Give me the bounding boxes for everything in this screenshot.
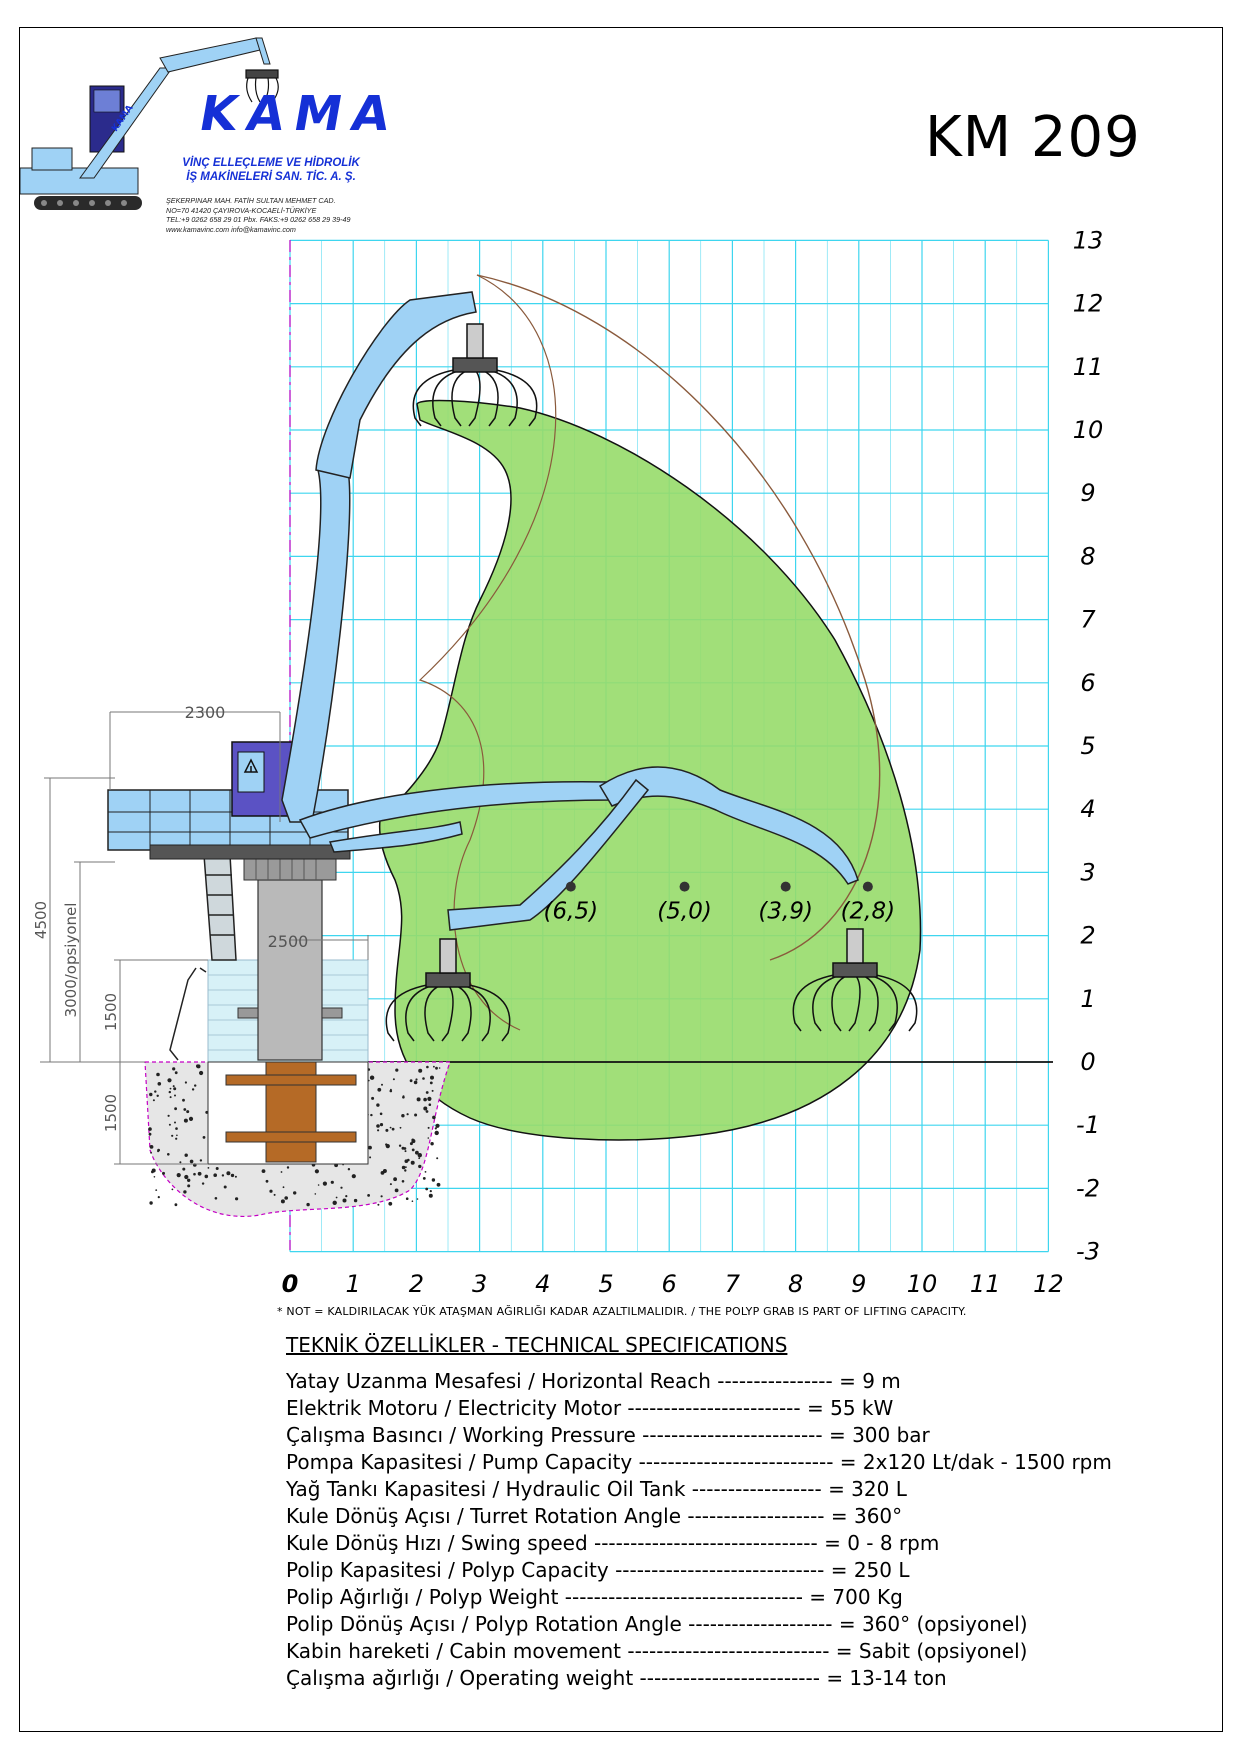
polyp-grab	[792, 928, 918, 1032]
y-tick-label: -3	[1076, 1238, 1100, 1266]
x-tick-label: 4	[535, 1270, 550, 1298]
x-tick-label: 7	[725, 1270, 741, 1298]
spec-row: Elektrik Motoru / Electricity Motor ----…	[286, 1396, 894, 1420]
capacity-label: (6,5)	[544, 899, 599, 925]
reach-arc-inner	[418, 274, 557, 1031]
x-tick-label: 11	[970, 1270, 1001, 1298]
dim-1500-upper: 1500	[102, 993, 120, 1031]
capacity-markers: (6,5) (5,0) (3,9) (2,8)	[544, 881, 896, 925]
spec-row: Polip Dönüş Açısı / Polyp Rotation Angle…	[286, 1612, 1028, 1636]
spec-row: Polip Ağırlığı / Polyp Weight ----------…	[286, 1585, 903, 1609]
spec-row: Kule Dönüş Açısı / Turret Rotation Angle…	[286, 1504, 903, 1528]
specs-title: TEKNİK ÖZELLİKLER - TECHNICAL SPECIFICAT…	[286, 1333, 788, 1357]
y-tick-label: 2	[1080, 922, 1095, 950]
y-tick-label: 10	[1073, 416, 1104, 444]
boom-raised	[281, 291, 477, 823]
x-tick-label: 3	[472, 1270, 487, 1298]
spec-row: Kabin hareketi / Cabin movement --------…	[286, 1639, 1028, 1663]
y-tick-label: 9	[1080, 479, 1095, 507]
polyp-grab	[412, 323, 538, 427]
spec-row: Yağ Tankı Kapasitesi / Hydraulic Oil Tan…	[286, 1477, 907, 1501]
y-tick-label: 12	[1073, 290, 1104, 318]
capacity-point	[565, 881, 576, 892]
dimension-lines	[40, 711, 369, 1165]
spec-row: Çalışma ağırlığı / Operating weight ----…	[286, 1666, 947, 1690]
y-tick-label: 8	[1080, 542, 1095, 570]
x-tick-label: 8	[788, 1270, 803, 1298]
capacity-label: (5,0)	[657, 899, 712, 925]
capacity-point	[679, 881, 690, 892]
capacity-label: (3,9)	[758, 899, 813, 925]
x-tick-label: 10	[907, 1270, 938, 1298]
y-tick-label: 13	[1073, 226, 1104, 254]
page-border	[19, 27, 1223, 1732]
capacity-label: (2,8)	[841, 899, 896, 925]
dim-1500-lower: 1500	[102, 1094, 120, 1132]
y-tick-label: 5	[1080, 732, 1095, 760]
dim-2500: 2500	[268, 932, 309, 951]
dim-3000-optional: 3000/opsiyonel	[62, 903, 80, 1018]
x-tick-label: 0	[282, 1270, 299, 1298]
company-logo: KAMA KAMA VİNÇ ELLEÇLEME VE HİDROLİK İŞ …	[19, 28, 404, 234]
company-address: ŞEKERPINAR MAH. FATİH SULTAN MEHMET CAD.…	[166, 196, 351, 234]
logo-machine-illustration: KAMA	[19, 37, 279, 210]
y-tick-label: 3	[1080, 858, 1095, 886]
x-tick-label: 5	[598, 1270, 613, 1298]
capacity-point	[780, 881, 791, 892]
y-tick-label: 11	[1073, 353, 1104, 381]
company-subtitle: VİNÇ ELLEÇLEME VE HİDROLİK İŞ MAKİNELERİ…	[182, 157, 360, 183]
y-tick-label: 1	[1080, 985, 1095, 1013]
x-tick-label: 1	[346, 1270, 361, 1298]
capacity-point	[862, 881, 873, 892]
spec-row: Yatay Uzanma Mesafesi / Horizontal Reach…	[286, 1369, 901, 1393]
y-tick-label: 4	[1080, 795, 1095, 823]
capacity-footnote: * NOT = KALDIRILACAK YÜK ATAŞMAN AĞIRLIĞ…	[277, 1305, 967, 1318]
spec-list: Yatay Uzanma Mesafesi / Horizontal Reach…	[286, 1368, 1216, 1692]
spec-row: Çalışma Basıncı / Working Pressure -----…	[286, 1423, 930, 1447]
y-tick-label: 6	[1080, 669, 1095, 697]
spec-row: Kule Dönüş Hızı / Swing speed ----------…	[286, 1531, 940, 1555]
concrete-speckle	[148, 1064, 441, 1207]
dim-4500: 4500	[32, 901, 50, 939]
support-column	[257, 879, 323, 1061]
model-title: KM 209	[925, 105, 1141, 170]
reach-arc-outer	[476, 274, 881, 961]
arm-extended	[298, 766, 859, 931]
spec-row: Polip Kapasitesi / Polyp Capacity ------…	[286, 1558, 910, 1582]
y-tick-label: -2	[1076, 1174, 1100, 1202]
x-tick-label: 9	[851, 1270, 866, 1298]
x-tick-label: 2	[409, 1270, 424, 1298]
dim-2300: 2300	[185, 703, 226, 722]
y-tick-label: 0	[1080, 1048, 1095, 1076]
y-tick-label: 7	[1080, 606, 1096, 634]
y-tick-label: -1	[1076, 1111, 1100, 1139]
x-tick-label: 12	[1033, 1270, 1064, 1298]
spec-row: Pompa Kapasitesi / Pump Capacity -------…	[286, 1450, 1112, 1474]
reach-diagram: (6,5)(5,0)(3,9)(2,8) 2300 2500 4500 3000…	[32, 226, 1104, 1298]
polyp-grab	[385, 938, 511, 1042]
technical-specifications: TEKNİK ÖZELLİKLER - TECHNICAL SPECIFICAT…	[286, 1332, 1216, 1692]
x-tick-label: 6	[662, 1270, 677, 1298]
polyp-grabs	[385, 323, 918, 1042]
